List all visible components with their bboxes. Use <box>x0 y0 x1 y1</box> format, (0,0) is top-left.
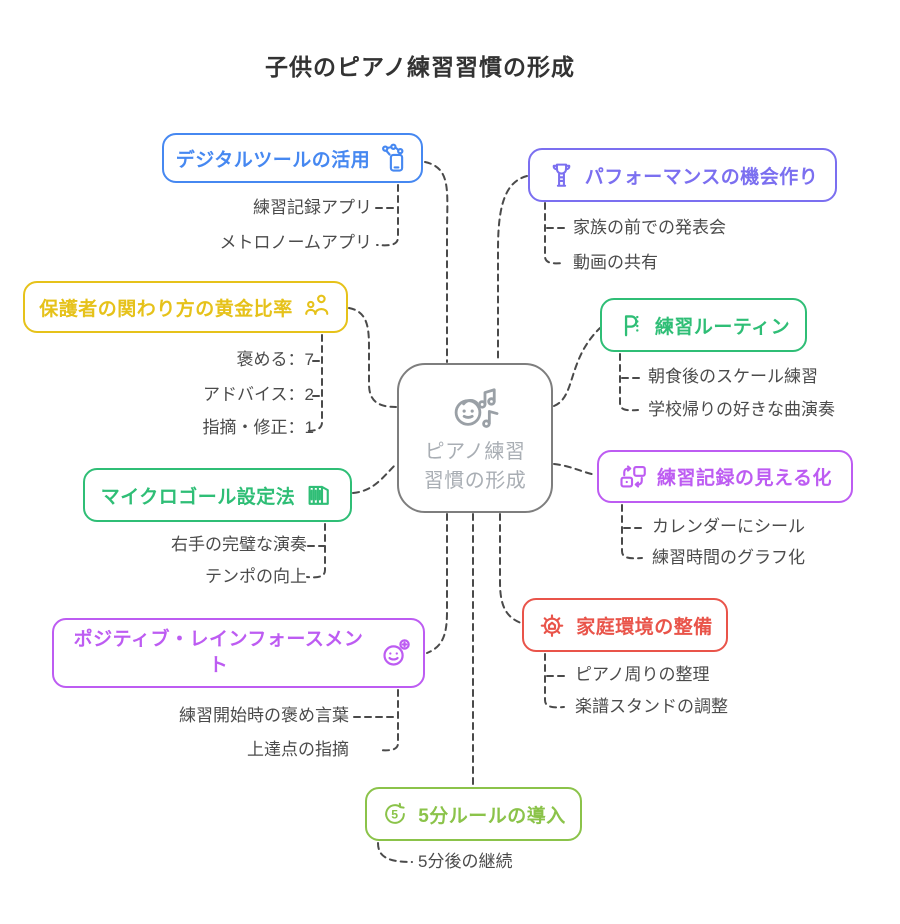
child-connector-performance <box>544 202 567 265</box>
node-label: 練習記録の見える化 <box>657 468 832 489</box>
smiley-plus-icon <box>380 638 411 669</box>
child-item[interactable]: 上達点の指摘 <box>247 740 349 759</box>
child-connector-micro <box>306 523 326 579</box>
node-label: 家庭環境の整備 <box>576 616 713 638</box>
center-label-line2: 習慣の形成 <box>423 470 527 492</box>
gear-home-icon <box>537 610 567 640</box>
child-connector-environment <box>544 653 567 709</box>
child-item[interactable]: 朝食後のスケール練習 <box>648 367 818 386</box>
node-digital-tools[interactable]: デジタルツールの活用 <box>162 133 423 183</box>
connector-routine <box>553 327 601 407</box>
trophy-icon <box>547 161 576 190</box>
node-home-environment[interactable]: 家庭環境の整備 <box>522 598 728 652</box>
node-parent-involvement-ratio[interactable]: 保護者の関わり方の黄金比率 <box>23 281 348 333</box>
node-label: マイクロゴール設定法 <box>100 486 296 508</box>
child-item[interactable]: 褒める：7 <box>236 350 314 369</box>
connector-performance <box>497 175 528 363</box>
node-positive-reinforcement[interactable]: ポジティブ・レインフォースメント <box>52 618 425 688</box>
node-performance-opportunities[interactable]: パフォーマンスの機会作り <box>528 148 837 202</box>
connector-micro <box>352 463 397 494</box>
node-label: 5分ルールの導入 <box>418 805 566 827</box>
node-label: 練習ルーティン <box>654 316 791 338</box>
child-connector-five-min <box>377 842 413 863</box>
smartphone-network-icon <box>379 143 409 173</box>
connector-parents <box>348 307 397 408</box>
node-record-visualization[interactable]: 練習記録の見える化 <box>597 450 853 503</box>
parents-icon <box>302 292 332 322</box>
child-item[interactable]: メトロノームアプリ <box>219 233 373 252</box>
connector-environment <box>499 513 522 624</box>
child-item[interactable]: 練習記録アプリ <box>253 198 372 217</box>
node-label: ポジティブ・レインフォースメント <box>73 629 364 676</box>
timer-5-icon: 5 <box>381 800 409 828</box>
child-connector-digital <box>375 184 399 247</box>
node-label: パフォーマンスの機会作り <box>584 166 819 188</box>
child-connector-visualization <box>621 504 644 560</box>
connector-visualization <box>553 463 597 476</box>
node-label: デジタルツールの活用 <box>175 149 371 171</box>
child-item[interactable]: 練習開始時の褒め言葉 <box>179 706 349 725</box>
child-item[interactable]: 右手の完璧な演奏 <box>171 535 307 554</box>
center-label-line1: ピアノ練習 <box>424 441 526 463</box>
child-item[interactable]: 楽譜スタンドの調整 <box>575 697 728 716</box>
node-five-minute-rule[interactable]: 5 5分ルールの導入 <box>365 787 582 841</box>
svg-text:5: 5 <box>392 807 399 821</box>
child-item[interactable]: 練習時間のグラフ化 <box>652 548 805 567</box>
routine-p-icon <box>617 311 646 340</box>
child-music-icon <box>447 381 503 437</box>
child-connector-positive <box>353 689 399 752</box>
node-practice-routine[interactable]: 練習ルーティン <box>600 298 807 352</box>
connector-positive <box>426 513 448 654</box>
page-title: 子供のピアノ練習習慣の形成 <box>265 54 575 80</box>
node-label: 保護者の関わり方の黄金比率 <box>39 298 293 320</box>
child-item[interactable]: カレンダーにシール <box>652 517 805 536</box>
child-item[interactable]: 指摘・修正：1 <box>202 418 314 437</box>
connector-digital <box>424 161 449 363</box>
child-item[interactable]: アドバイス：2 <box>203 385 314 404</box>
child-item[interactable]: ピアノ周りの整理 <box>575 665 710 684</box>
node-micro-goal-setting[interactable]: マイクロゴール設定法 <box>83 468 352 522</box>
child-item[interactable]: 家族の前での発表会 <box>573 218 726 237</box>
child-item[interactable]: テンポの向上 <box>205 567 307 586</box>
sync-screens-icon <box>618 462 648 492</box>
child-item[interactable]: 5分後の継続 <box>418 852 513 871</box>
score-bars-icon <box>304 480 334 510</box>
center-node[interactable]: ピアノ練習 習慣の形成 <box>397 363 553 513</box>
child-item[interactable]: 動画の共有 <box>573 253 658 272</box>
child-item[interactable]: 学校帰りの好きな曲演奏 <box>648 400 835 419</box>
child-connector-routine <box>619 353 641 412</box>
